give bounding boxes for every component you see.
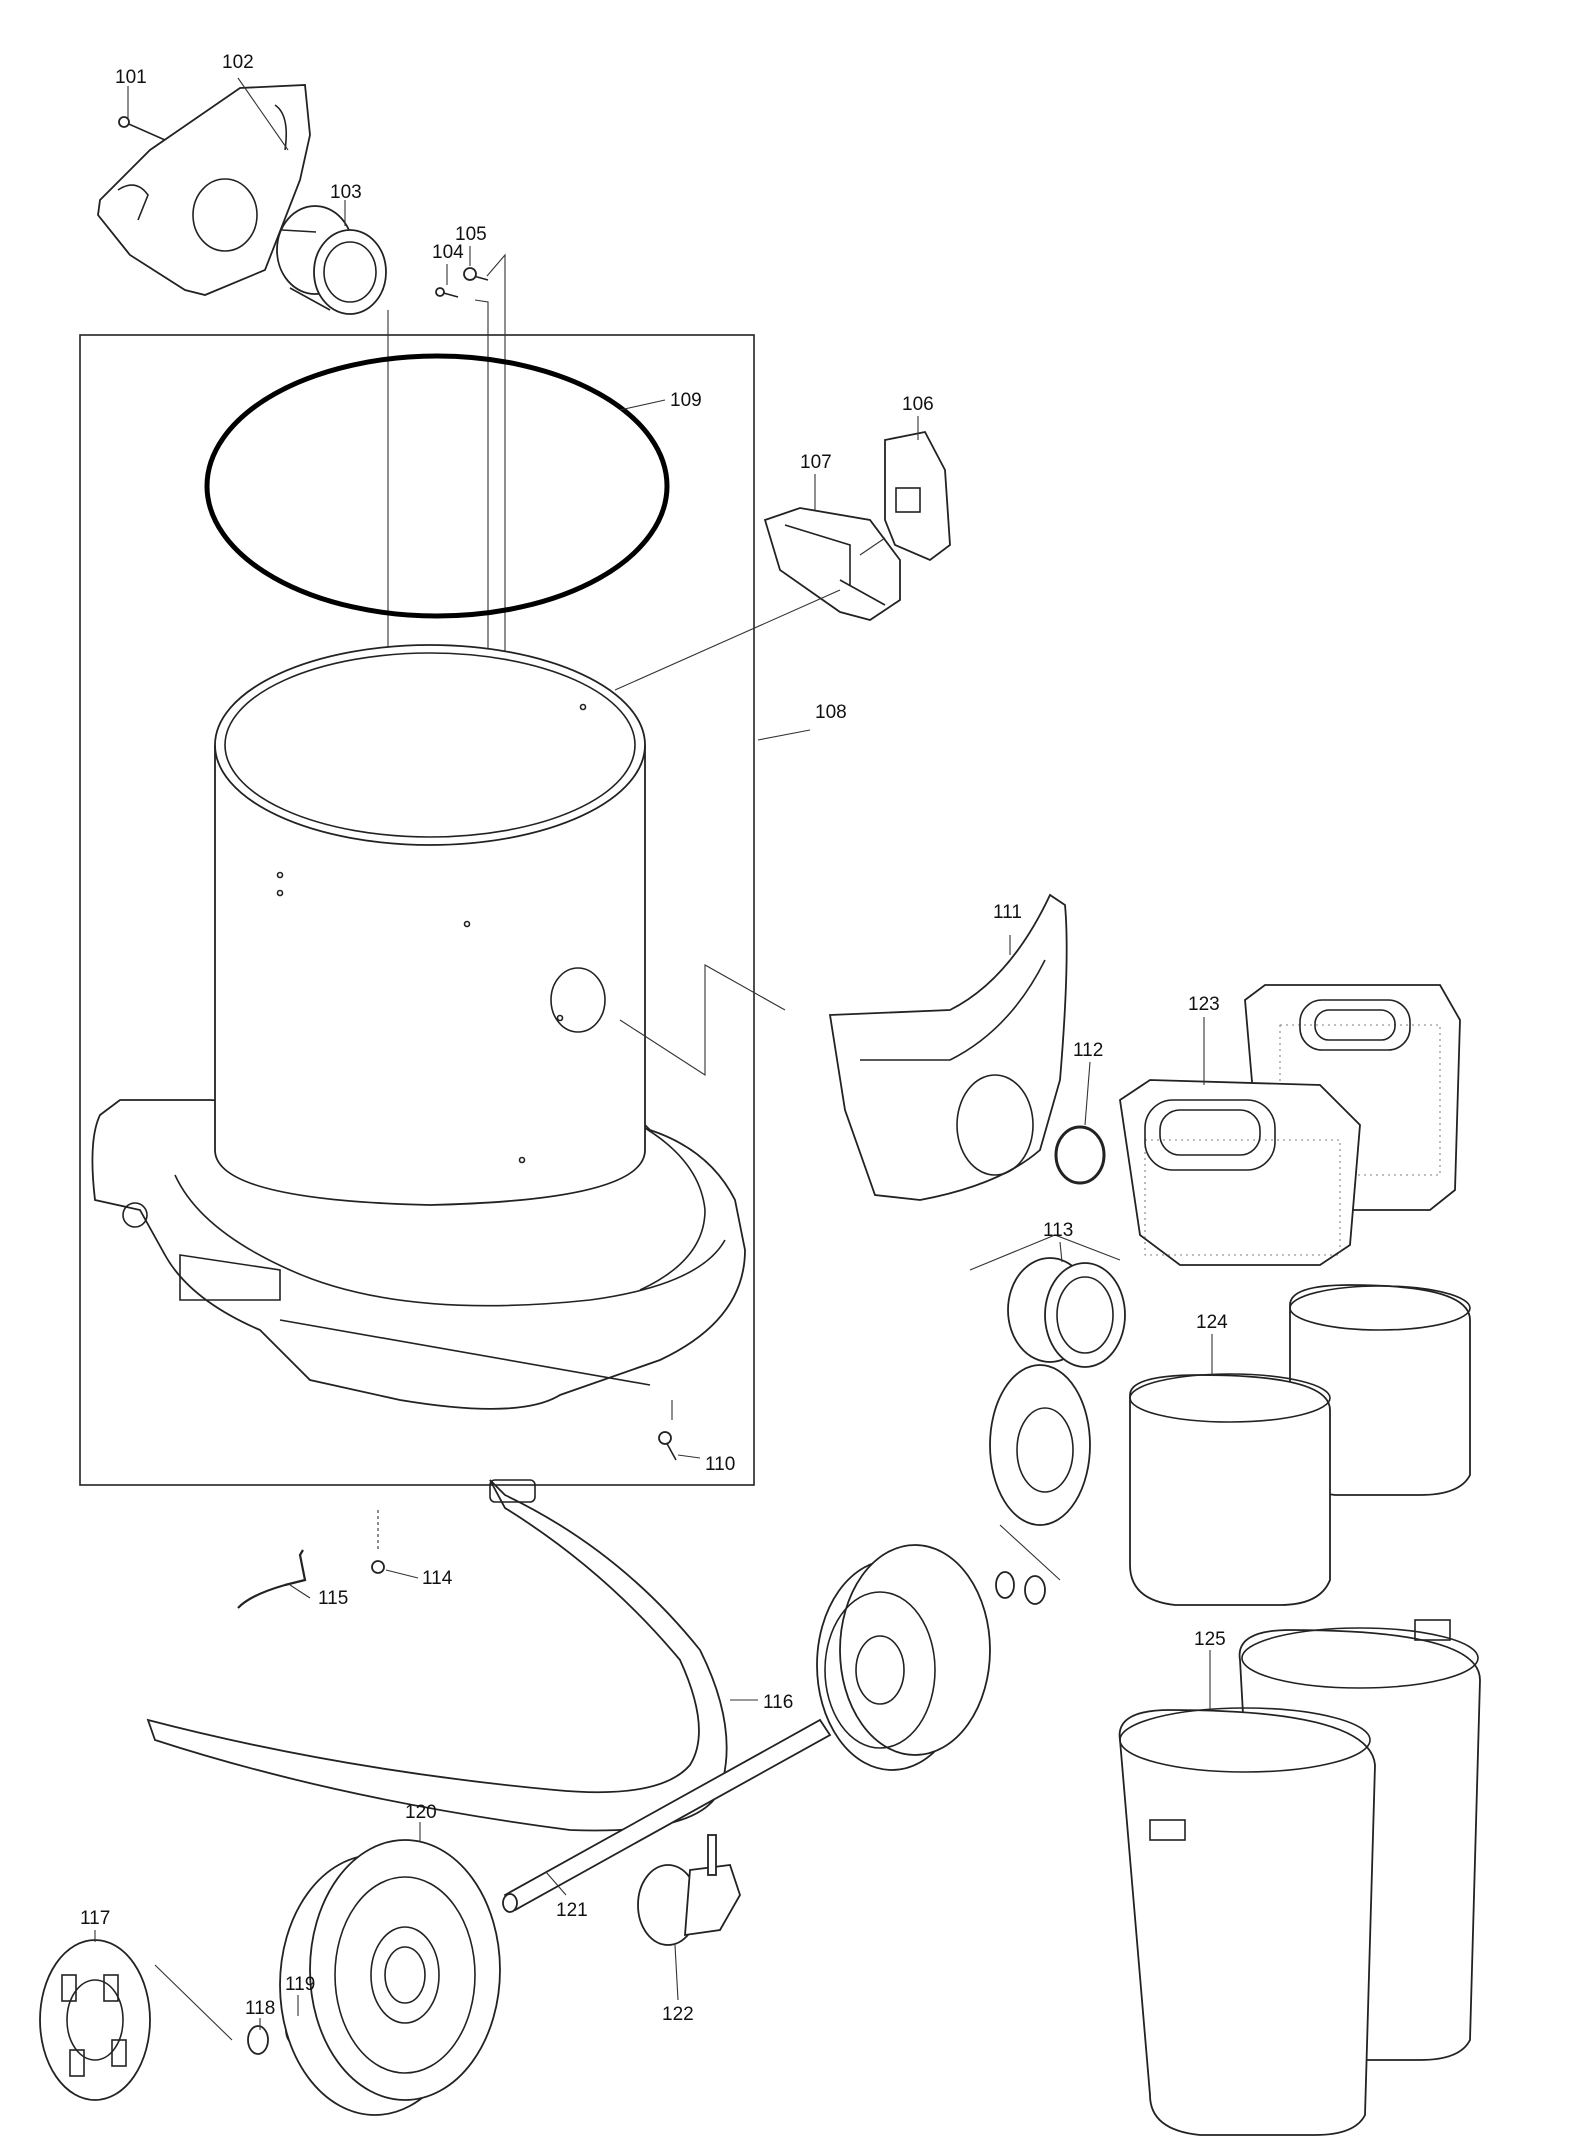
label-112: 112	[1073, 1040, 1103, 1061]
label-122: 122	[662, 2004, 694, 2025]
label-123: 123	[1188, 994, 1220, 1015]
part-122-caster	[637, 1834, 741, 2001]
part-labels: 101 102 103 104 105 106 107 108 109 110 …	[80, 52, 1228, 2025]
part-121-axle	[502, 1718, 832, 1913]
label-106: 106	[902, 394, 934, 415]
part-106-latch-clip	[859, 430, 951, 562]
label-117: 117	[80, 1908, 110, 1929]
part-wheel-right	[816, 1544, 991, 1771]
label-107: 107	[800, 452, 832, 473]
label-105: 105	[455, 224, 487, 245]
label-124: 124	[1196, 1312, 1228, 1333]
part-hub-cap-right	[989, 1364, 1091, 1526]
part-125-basket-front	[1118, 1707, 1376, 2136]
label-118: 118	[245, 1998, 275, 2019]
label-101: 101	[115, 67, 147, 88]
part-108-tank	[91, 644, 746, 1410]
part-111-side-cover	[828, 893, 1068, 1201]
part-109-gasket	[204, 353, 670, 619]
part-107-latch-base	[763, 507, 901, 621]
part-120-wheel	[279, 1839, 501, 2116]
label-115: 115	[318, 1588, 348, 1609]
part-102-bracket	[97, 84, 311, 296]
part-123-filter-front	[1119, 1079, 1361, 1266]
label-113: 113	[1043, 1220, 1073, 1241]
label-109: 109	[670, 390, 702, 411]
part-110-screw	[658, 1400, 677, 1461]
part-103-hose-inlet	[276, 205, 387, 315]
label-114: 114	[422, 1568, 453, 1589]
part-circlip-right	[1024, 1575, 1046, 1605]
callout-leaders	[94, 77, 1213, 2030]
leader-111	[619, 964, 786, 1077]
label-108: 108	[815, 702, 847, 723]
part-washer-right	[995, 1571, 1015, 1599]
part-105-screw	[463, 267, 489, 281]
label-116: 116	[763, 1692, 793, 1713]
part-101-screw	[118, 116, 166, 141]
part-118-circlip	[247, 2025, 269, 2055]
label-119: 119	[285, 1974, 315, 1995]
label-103: 103	[330, 182, 362, 203]
label-111: 111	[993, 902, 1022, 923]
leader-107	[614, 589, 841, 691]
tank-assembly-frame	[79, 334, 755, 1486]
label-102: 102	[222, 52, 254, 73]
part-112-o-ring	[1054, 1125, 1106, 1185]
label-120: 120	[405, 1802, 437, 1823]
part-115-spring	[237, 1549, 307, 1609]
part-117-hub-cap	[39, 1939, 151, 2101]
leader-117	[154, 1964, 233, 2041]
part-113-nozzle	[969, 1234, 1126, 1368]
part-114-nut	[371, 1510, 385, 1574]
label-104: 104	[432, 242, 464, 263]
leader-hub-right	[999, 1524, 1061, 1581]
label-110: 110	[705, 1454, 735, 1475]
part-124-filter-bag-front	[1129, 1373, 1331, 1606]
label-125: 125	[1194, 1629, 1226, 1650]
part-116-handle	[146, 1479, 728, 1832]
part-104-screw	[435, 287, 459, 298]
label-121: 121	[556, 1900, 588, 1921]
